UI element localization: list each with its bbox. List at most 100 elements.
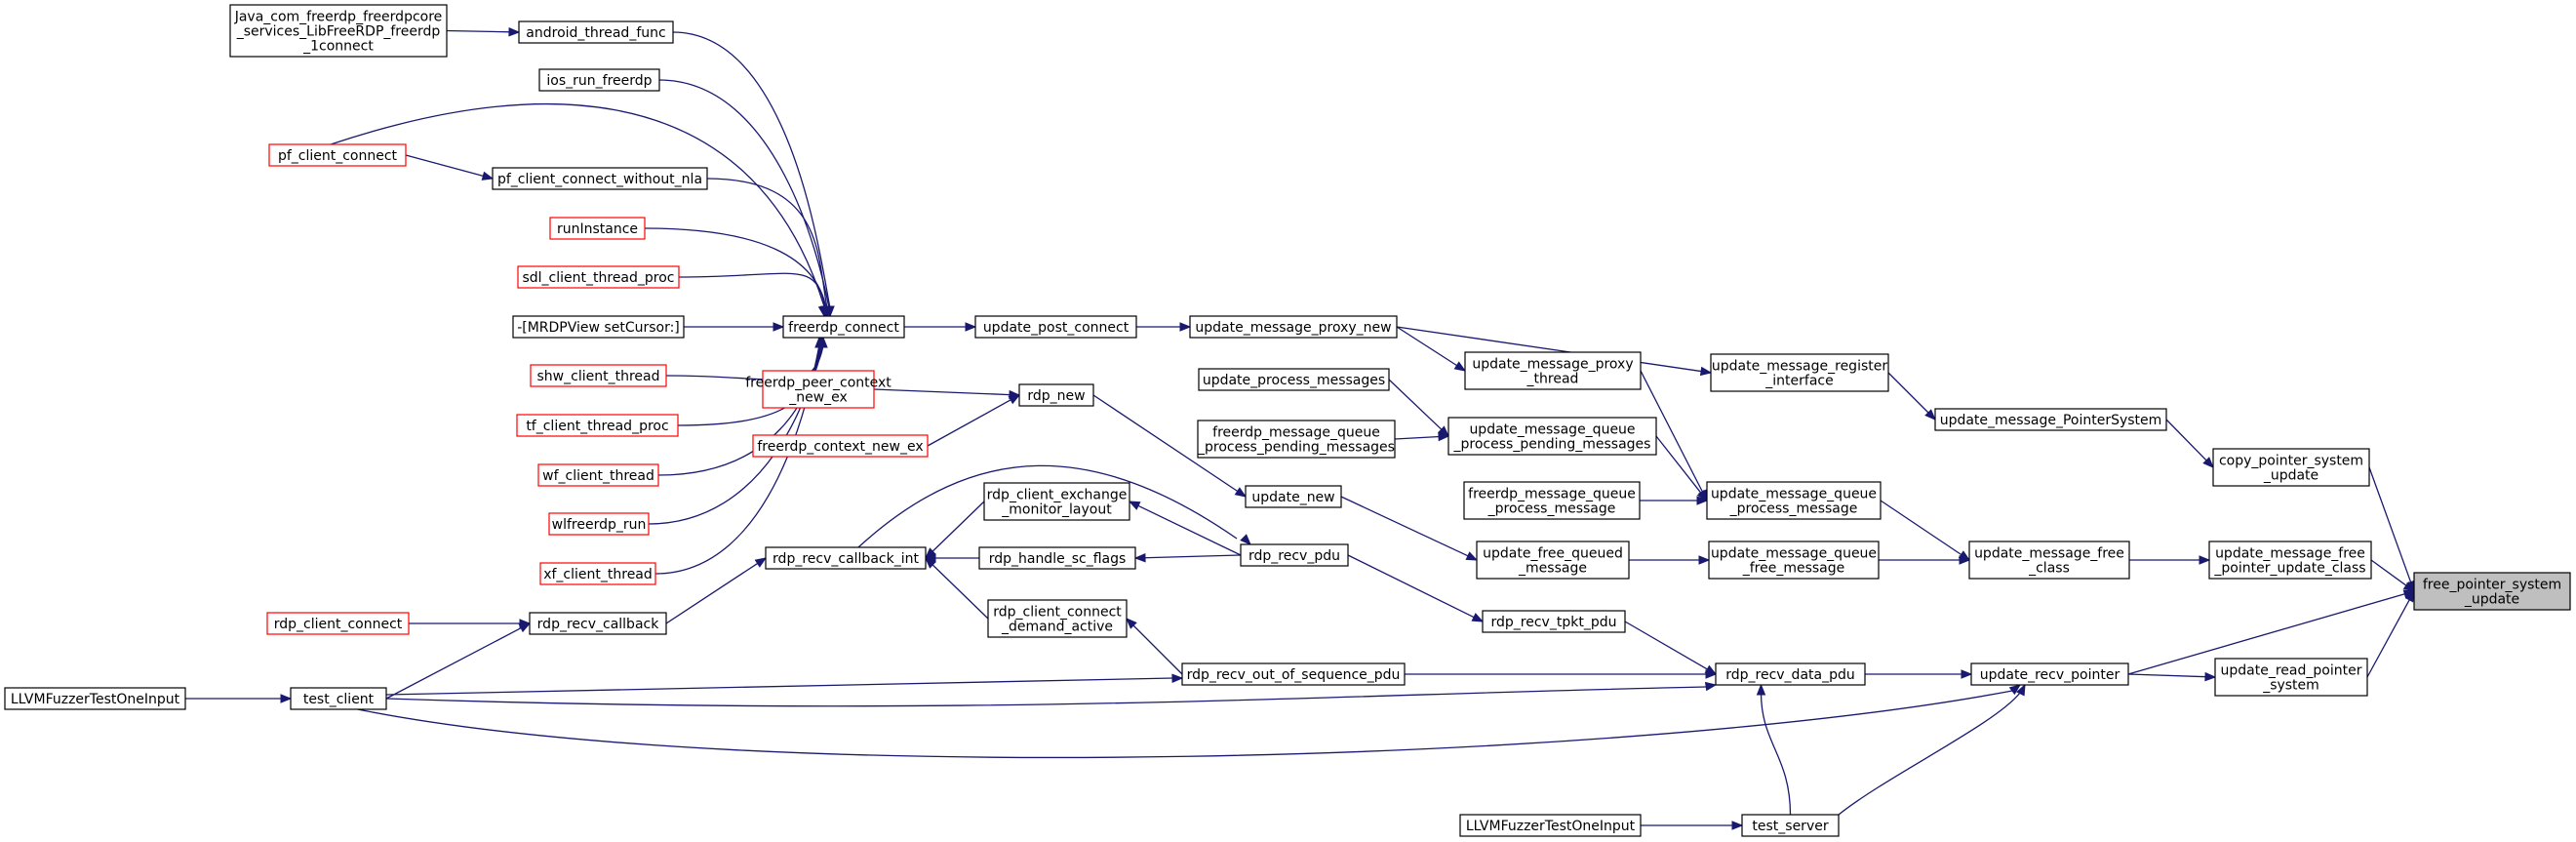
- node-mrdp[interactable]: -[MRDPView setCursor:]: [512, 315, 685, 339]
- arrow-head-icon: [2199, 555, 2211, 565]
- edge-freerdp_connect-to-update_post_connect: [904, 322, 977, 332]
- edge-line: [1143, 554, 1242, 559]
- edge-recv_pdu-to-sc_flags: [1133, 552, 1242, 563]
- node-recv-pointer[interactable]: update_recv_pointer: [1970, 662, 2129, 686]
- node-label: _demand_active: [1001, 620, 1113, 635]
- node-umq-pending[interactable]: update_message_queue_process_pending_mes…: [1447, 417, 1657, 456]
- node-wlf[interactable]: wlfreerdp_run: [548, 512, 650, 536]
- node-ctx-new[interactable]: freerdp_context_new_ex: [752, 434, 929, 458]
- edge-recv_pdu-to-tpkt: [1347, 554, 1485, 622]
- arrow-head-icon: [1704, 681, 1718, 692]
- node-label: freerdp_message_queue: [1468, 487, 1636, 502]
- node-box: [762, 370, 875, 409]
- node-update-new[interactable]: update_new: [1245, 485, 1342, 508]
- node-tpkt[interactable]: rdp_recv_tpkt_pdu: [1482, 610, 1626, 633]
- edge-line: [678, 272, 826, 309]
- arrow-head-icon: [1959, 555, 1971, 565]
- node-label: update_message_queue: [1711, 487, 1877, 502]
- node-label: test_server: [1752, 819, 1828, 834]
- node-test-client[interactable]: test_client: [290, 687, 387, 710]
- node-rdp-client-connect[interactable]: rdp_client_connect: [266, 612, 410, 635]
- node-target[interactable]: free_pointer_system_update: [2413, 572, 2571, 611]
- node-llvm-client[interactable]: LLVMFuzzerTestOneInput: [4, 687, 186, 710]
- node-box: [1476, 541, 1630, 580]
- node-exch-monitor[interactable]: rdp_client_exchange_monitor_layout: [983, 482, 1130, 521]
- node-runinstance[interactable]: runInstance: [549, 217, 646, 240]
- node-label: shw_client_thread: [537, 369, 660, 384]
- node-freerdp-connect[interactable]: freerdp_connect: [782, 315, 905, 339]
- node-process-msgs[interactable]: update_process_messages: [1198, 368, 1390, 391]
- edge-java-to-android: [446, 27, 521, 37]
- arrow-head-icon: [1171, 673, 1184, 683]
- node-label: sdl_client_thread_proc: [522, 270, 674, 286]
- node-msg-free-class[interactable]: update_message_free_class: [1968, 541, 2130, 580]
- edge-peer_ctx-to-rdp_new: [873, 388, 1021, 400]
- node-label: rdp_new: [1027, 388, 1085, 404]
- node-recv-cb[interactable]: rdp_recv_callback: [529, 612, 667, 635]
- edge-free_queued-to-umq_free: [1629, 555, 1711, 565]
- node-pf-without-nla[interactable]: pf_client_connect_without_nla: [492, 167, 708, 190]
- node-copy-ptr[interactable]: copy_pointer_system_update: [2212, 448, 2370, 487]
- node-pf-connect[interactable]: pf_client_connect: [268, 143, 407, 167]
- node-shw[interactable]: shw_client_thread: [530, 364, 667, 387]
- node-out-of-seq[interactable]: rdp_recv_out_of_sequence_pdu: [1181, 662, 1406, 686]
- node-label: LLVMFuzzerTestOneInput: [11, 692, 180, 707]
- node-label: _free_message: [1742, 561, 1845, 577]
- node-umq-free[interactable]: update_message_queue_free_message: [1708, 541, 1880, 580]
- node-free-queued[interactable]: update_free_queued_message: [1476, 541, 1630, 580]
- arrow-head-icon: [1133, 552, 1146, 563]
- arrow-head-icon: [2202, 457, 2214, 468]
- node-label: update_message_free: [1974, 546, 2124, 562]
- node-recv-cb-int[interactable]: rdp_recv_callback_int: [765, 546, 927, 570]
- arrow-head-icon: [1126, 618, 1137, 629]
- node-test-server[interactable]: test_server: [1741, 814, 1840, 837]
- arrow-head-icon: [1699, 366, 1713, 377]
- node-label: update_new: [1251, 490, 1334, 505]
- node-xf[interactable]: xf_client_thread: [539, 562, 656, 585]
- edge-line: [857, 464, 1238, 548]
- node-llvm-server[interactable]: LLVMFuzzerTestOneInput: [1459, 814, 1642, 837]
- node-proxy-new[interactable]: update_message_proxy_new: [1189, 315, 1398, 339]
- node-box: [1245, 485, 1342, 508]
- edge-line: [1760, 692, 1792, 816]
- node-umq-process[interactable]: update_message_queue_process_message: [1706, 481, 1882, 520]
- node-label: freerdp_connect: [788, 320, 899, 336]
- node-peer-ctx[interactable]: freerdp_peer_context_new_ex: [745, 370, 892, 409]
- arrow-head-icon: [1465, 551, 1479, 561]
- node-demand-active[interactable]: rdp_client_connect_demand_active: [987, 599, 1128, 638]
- node-data-pdu[interactable]: rdp_recv_data_pdu: [1715, 662, 1866, 686]
- node-wf[interactable]: wf_client_thread: [537, 463, 659, 487]
- node-label: update_message_proxy: [1472, 357, 1633, 373]
- node-label: _update: [2263, 468, 2318, 484]
- node-free-ptr-class[interactable]: update_message_free_pointer_update_class: [2208, 541, 2372, 580]
- node-rdp-new[interactable]: rdp_new: [1018, 383, 1094, 407]
- edge-line: [1624, 621, 1709, 671]
- node-box: [1970, 662, 2129, 686]
- arrow-head-icon: [754, 557, 768, 568]
- node-pointer-system[interactable]: update_message_PointerSystem: [1934, 408, 2167, 431]
- node-proxy-thread[interactable]: update_message_proxy_thread: [1464, 351, 1642, 390]
- node-mq-pending[interactable]: freerdp_message_queue_process_pending_me…: [1197, 420, 1396, 459]
- node-mq-process[interactable]: freerdp_message_queue_process_message: [1463, 481, 1641, 520]
- node-sc-flags[interactable]: rdp_handle_sc_flags: [978, 546, 1136, 570]
- node-android[interactable]: android_thread_func: [518, 20, 674, 44]
- node-tf[interactable]: tf_client_thread_proc: [516, 414, 679, 437]
- node-box: [978, 546, 1136, 570]
- node-label: _interface: [1764, 374, 1833, 389]
- edge-tpkt-to-data_pdu: [1624, 621, 1718, 675]
- edge-free_ptr_class-to-target: [2370, 559, 2416, 592]
- node-sdl[interactable]: sdl_client_thread_proc: [517, 265, 680, 289]
- node-java[interactable]: Java_com_freerdp_freerdpcore_services_Li…: [229, 4, 448, 58]
- edge-line: [931, 563, 989, 620]
- node-label: update_message_proxy_new: [1195, 320, 1391, 336]
- node-ios[interactable]: ios_run_freerdp: [538, 68, 660, 92]
- node-recv-pdu[interactable]: rdp_recv_pdu: [1240, 543, 1349, 567]
- node-box: [2413, 572, 2571, 611]
- node-label: pf_client_connect: [278, 148, 398, 164]
- node-read-ptr[interactable]: update_read_pointer_system: [2214, 658, 2368, 697]
- node-register-iface[interactable]: update_message_register_interface: [1710, 353, 1889, 392]
- edge-line: [1394, 435, 1441, 440]
- node-update-post-connect[interactable]: update_post_connect: [974, 315, 1137, 339]
- node-box: [1459, 814, 1642, 837]
- edge-pf_connect-to-pf_without_nla: [405, 154, 495, 180]
